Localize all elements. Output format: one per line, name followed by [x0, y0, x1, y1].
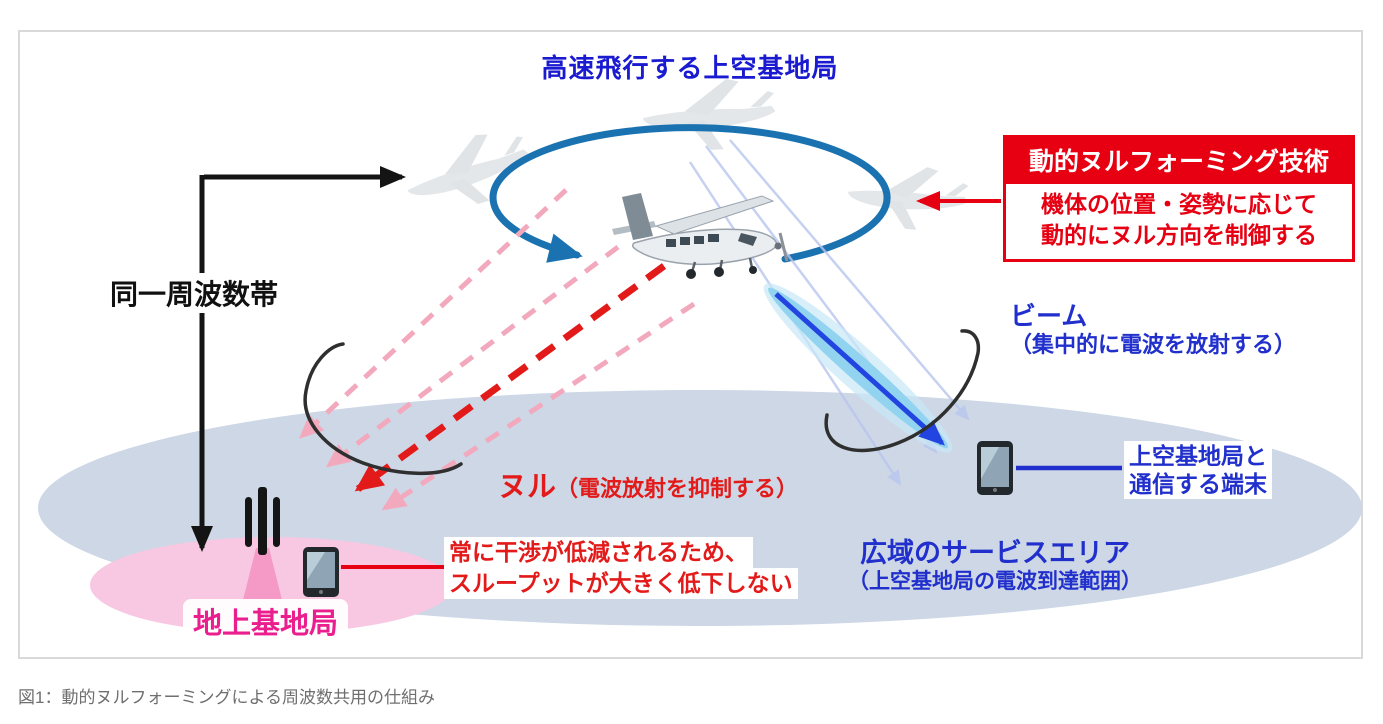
figure-title: 高速飛行する上空基地局 — [541, 53, 839, 83]
tech-box: 動的ヌルフォーミング技術 機体の位置・姿勢に応じて 動的にヌル方向を制御する — [1003, 135, 1355, 262]
tech-box-heading: 動的ヌルフォーミング技術 — [1006, 138, 1352, 184]
null-label: ヌル（電波放射を抑制する） — [498, 463, 798, 505]
beam-label: ビーム （集中的に電波を放射する） — [1010, 301, 1296, 359]
terminal-label: 上空基地局と 通信する端末 — [1124, 441, 1272, 499]
null-label-title: ヌル — [498, 471, 557, 503]
null-label-sub: （電波放射を抑制する） — [556, 476, 799, 501]
throughput-note-line1: 常に干渉が低減されるため、 — [444, 537, 753, 568]
beam-label-title: ビーム — [1010, 301, 1088, 331]
terminal-label-line2: 通信する端末 — [1129, 471, 1267, 497]
throughput-note: 常に干渉が低減されるため、 スループットが大きく低下しない — [444, 537, 798, 599]
tech-box-body-line2: 動的にヌル方向を制御する — [1041, 222, 1317, 248]
ground-station-label: 地上基地局 — [183, 599, 349, 643]
service-area-label-line1: 広域のサービスエリア — [860, 538, 1130, 568]
throughput-note-line2: スループットが大きく低下しない — [444, 568, 798, 599]
tech-box-body: 機体の位置・姿勢に応じて 動的にヌル方向を制御する — [1006, 184, 1352, 259]
terminal-label-line1: 上空基地局と — [1129, 443, 1267, 469]
figure-caption: 図1：動的ヌルフォーミングによる周波数共用の仕組み — [18, 688, 435, 707]
tech-box-body-line1: 機体の位置・姿勢に応じて — [1041, 191, 1317, 217]
service-area-label: 広域のサービスエリア （上空基地局の電波到達範囲） — [795, 537, 1195, 595]
beam-label-sub: （集中的に電波を放射する） — [1010, 332, 1297, 357]
service-area-label-line2: （上空基地局の電波到達範囲） — [848, 570, 1142, 593]
same-frequency-label: 同一周波数帯 — [106, 273, 283, 313]
